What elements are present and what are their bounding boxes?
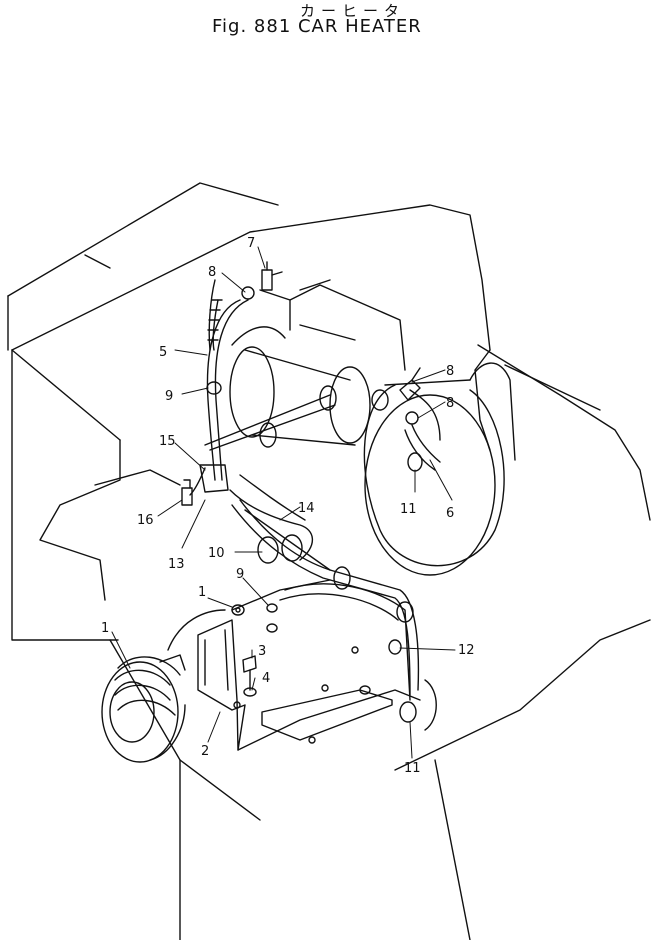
callout-8: 8: [208, 265, 216, 280]
pulley-assembly: [101, 609, 226, 763]
callout-14: 14: [298, 501, 315, 516]
fasteners: [231, 603, 278, 697]
figure-header: カーヒータ Fig. 881 CAR HEATER: [0, 0, 652, 60]
figure-title: Fig. 881 CAR HEATER: [212, 16, 422, 37]
callout-2: 2: [201, 744, 209, 759]
hose-lines: [204, 279, 441, 731]
callout-9: 9: [165, 389, 173, 404]
mounting-bracket: [197, 579, 421, 751]
callout-numbers: 7 8 5 9 15 16 13 10 14 8 8 11 6 1 9 1 3 …: [101, 236, 475, 776]
callout-7: 8: [446, 364, 454, 379]
leader-lines: [111, 246, 456, 759]
callout-1: 1: [198, 585, 206, 600]
callout-16: 16: [137, 513, 154, 528]
callout-8: 8: [446, 396, 454, 411]
callout-6: 6: [446, 506, 454, 521]
callout-8: 9: [236, 567, 244, 582]
callout-12: 12: [458, 643, 475, 658]
callout-1: 1: [101, 621, 109, 636]
wiring: [189, 467, 314, 561]
callout-7: 7: [247, 236, 255, 251]
callout-4: 4: [262, 671, 270, 686]
heater-blower-unit: [229, 279, 516, 576]
callout-11: 11: [400, 502, 417, 517]
machine-body-outline: [7, 182, 651, 940]
fittings-and-clamps: [181, 261, 423, 723]
figure-title-kana: カーヒータ: [300, 2, 406, 20]
callout-10: 10: [208, 546, 225, 561]
callout-5: 5: [159, 345, 167, 360]
callout-13: 13: [168, 557, 185, 572]
callout-15: 15: [159, 434, 176, 449]
callout-11: 11: [404, 761, 421, 776]
callout-3: 3: [258, 644, 266, 659]
